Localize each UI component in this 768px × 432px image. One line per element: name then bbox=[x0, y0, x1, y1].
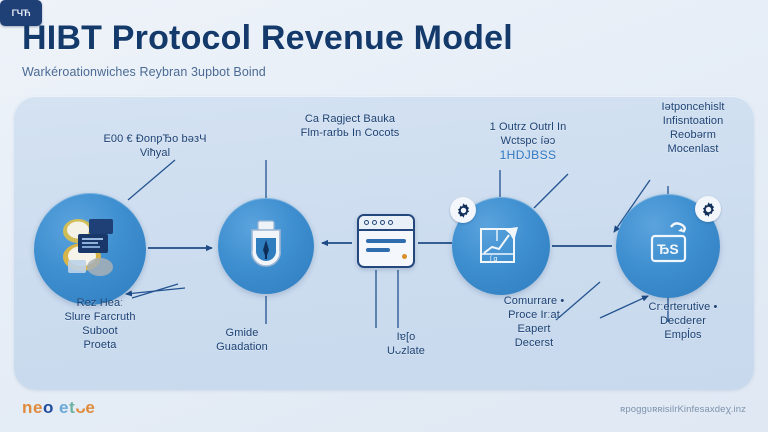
label-top-3-highlight: 1HDJBSS bbox=[499, 148, 557, 162]
footer: n e o e t ᴗe ʀроggʋʀʀisilrKinfesaxdeꭓ.in… bbox=[0, 390, 768, 432]
node-coins-badge: ΓЧЋ bbox=[0, 0, 42, 26]
node-coins-badge-label: ΓЧЋ bbox=[11, 8, 31, 18]
node-shield-pen[interactable] bbox=[218, 198, 314, 294]
svg-text:ЂS: ЂS bbox=[657, 241, 679, 257]
coins-documents-icon bbox=[56, 217, 124, 281]
label-top-3-text: 1 Outrz Outrl In Wctspc íəɔ bbox=[489, 121, 567, 147]
browser-status-dot bbox=[402, 254, 407, 259]
brand-letter-1: n bbox=[22, 398, 32, 417]
brand-letter-5: t bbox=[69, 398, 75, 417]
label-top-1: E00 € ÐonƿЂo bəзЧ Viћyal bbox=[103, 133, 207, 159]
label-bottom-1: Rez Heaː Slure Farcruth Suboot Proetа bbox=[64, 297, 136, 351]
label-top-4: Iətponcehislt Infisntoation Reobərm Moce… bbox=[661, 101, 725, 155]
browser-dot-3 bbox=[380, 220, 385, 225]
node-coins-documents[interactable] bbox=[34, 193, 146, 305]
label-top-3: 1 Outrz Outrl In Wctspc íəɔ 1HDJBSS bbox=[436, 106, 620, 176]
page-subtitle: Warkéroationwiches Reybran 3upbot Boind bbox=[22, 65, 266, 79]
brand-letter-3: o bbox=[43, 398, 54, 417]
gear-icon[interactable] bbox=[695, 196, 721, 222]
page-title: HIBT Protocol Revenue Model bbox=[22, 19, 513, 57]
brand-letter-6: ᴗe bbox=[75, 398, 95, 417]
gear-icon[interactable] bbox=[450, 197, 476, 223]
growth-chart-icon: ſ ɑ bbox=[476, 223, 526, 269]
label-bottom-3: Iɐ[o Uᴗzlate bbox=[387, 331, 425, 357]
shield-pen-icon bbox=[244, 220, 288, 272]
header: HIBT Protocol Revenue Model Warkéroation… bbox=[0, 0, 768, 98]
browser-window-titlebar bbox=[359, 216, 413, 231]
label-bottom-2: Gmide Guadation bbox=[216, 327, 268, 353]
brand-logo[interactable]: n e o e t ᴗe bbox=[22, 398, 95, 418]
label-bottom-4: Comurrare • Proce Irːat Eapert Decerst bbox=[503, 295, 565, 349]
label-top-2: Ca Ragject Bauka Flm-rarbь In Cocots bbox=[300, 113, 400, 139]
browser-dot-4 bbox=[388, 220, 393, 225]
brand-letter-2: e bbox=[32, 398, 43, 417]
label-bottom-5: Crːerterutive • Decderer Empĺos bbox=[648, 301, 718, 341]
browser-dot-1 bbox=[364, 220, 369, 225]
browser-window-content bbox=[359, 231, 413, 265]
browser-dot-2 bbox=[372, 220, 377, 225]
revenue-card-icon: ЂS bbox=[641, 221, 695, 271]
node-browser-window[interactable] bbox=[357, 214, 415, 268]
svg-text:ſ ɑ: ſ ɑ bbox=[490, 256, 498, 263]
browser-content-line-1 bbox=[366, 239, 406, 243]
footer-note: ʀроggʋʀʀisilrKinfesaxdeꭓ.inz bbox=[620, 404, 746, 415]
browser-content-line-2 bbox=[366, 248, 390, 252]
brand-letter-4: e bbox=[59, 398, 69, 417]
